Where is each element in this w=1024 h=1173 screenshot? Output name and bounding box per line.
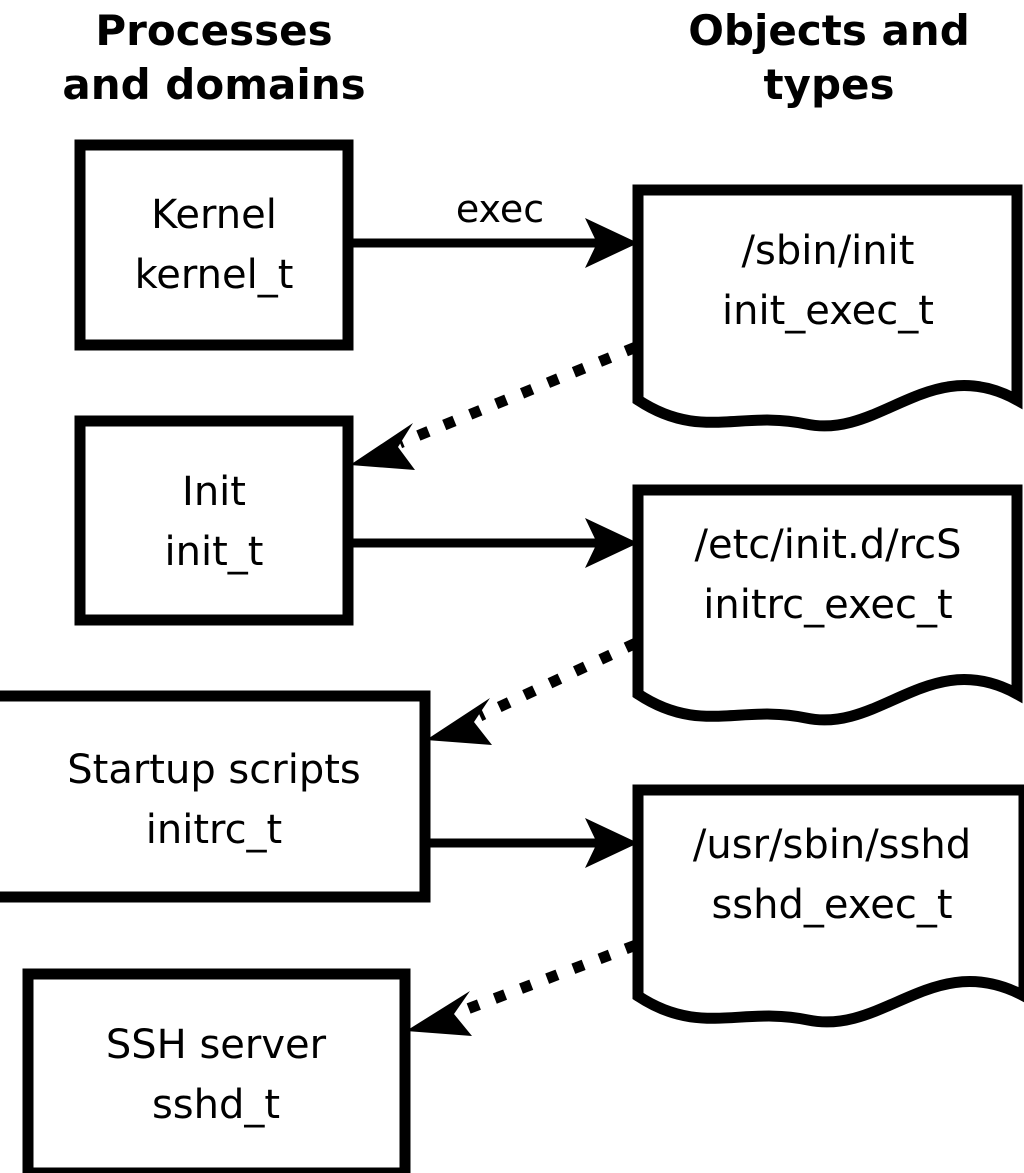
node-initrc-name: Startup scripts [67, 747, 360, 793]
edge-label-exec: exec [456, 187, 544, 231]
node-kernel-box[interactable] [74, 139, 354, 351]
edge-sshd_exec-transition-sshd [406, 939, 638, 1036]
node-initrc-type: initrc_t [146, 807, 283, 853]
edge-init-exec-initrc_exec [348, 518, 638, 568]
edge-line-sshd_exec-transition [460, 939, 638, 1017]
node-initrc_exec-document[interactable] [632, 484, 1023, 726]
node-sshd-box[interactable] [22, 968, 411, 1173]
arrowhead-initrc-exec [585, 818, 638, 868]
arrowhead-kernel-exec [585, 218, 638, 268]
column-header-objects: Objects and types [688, 6, 970, 109]
arrowhead-init-exec [585, 518, 638, 568]
node-init[interactable]: Init init_t [74, 415, 354, 626]
node-sshd[interactable]: SSH server sshd_t [22, 968, 411, 1173]
node-kernel-name: Kernel [151, 192, 277, 238]
edge-line-initrc_exec-transition [477, 638, 639, 721]
node-initrc[interactable]: Startup scripts initrc_t [0, 690, 431, 903]
node-initrc_exec-type: initrc_exec_t [703, 582, 952, 628]
node-initrc_exec[interactable]: /etc/init.d/rcS initrc_exec_t [632, 484, 1023, 726]
edge-line-init_exec-transition [397, 341, 639, 449]
column-header-processes-line1: Processes [95, 6, 332, 55]
edge-init_exec-transition-init [350, 341, 639, 470]
column-header-processes: Processes and domains [62, 6, 365, 109]
node-kernel-type: kernel_t [135, 252, 294, 298]
node-init_exec-path: /sbin/init [742, 228, 915, 274]
node-sshd-type: sshd_t [152, 1082, 280, 1128]
node-init_exec[interactable]: /sbin/init init_exec_t [632, 184, 1023, 432]
node-sshd_exec-type: sshd_exec_t [711, 882, 952, 928]
node-kernel[interactable]: Kernel kernel_t [74, 139, 354, 351]
node-sshd_exec[interactable]: /usr/sbin/sshd sshd_exec_t [632, 784, 1024, 1028]
node-initrc_exec-path: /etc/init.d/rcS [694, 522, 961, 568]
column-header-objects-line1: Objects and [688, 6, 970, 55]
node-init_exec-document[interactable] [632, 184, 1023, 432]
node-initrc-box[interactable] [0, 690, 431, 903]
edge-initrc-exec-sshd_exec [424, 818, 638, 868]
node-init-box[interactable] [74, 415, 354, 626]
edge-kernel-exec-init_exec: exec [348, 187, 638, 268]
node-sshd_exec-path: /usr/sbin/sshd [693, 822, 971, 868]
arrowhead-sshd_exec-transition [406, 991, 472, 1036]
arrowhead-init_exec-transition [350, 423, 415, 470]
node-sshd_exec-document[interactable] [632, 784, 1024, 1028]
node-sshd-name: SSH server [106, 1022, 327, 1068]
node-init-type: init_t [165, 529, 264, 575]
edge-initrc_exec-transition-initrc [426, 638, 639, 745]
node-init-name: Init [182, 469, 246, 515]
column-header-objects-line2: types [763, 60, 894, 109]
node-init_exec-type: init_exec_t [722, 288, 934, 334]
column-header-processes-line2: and domains [62, 60, 365, 109]
arrowhead-initrc_exec-transition [426, 698, 492, 745]
